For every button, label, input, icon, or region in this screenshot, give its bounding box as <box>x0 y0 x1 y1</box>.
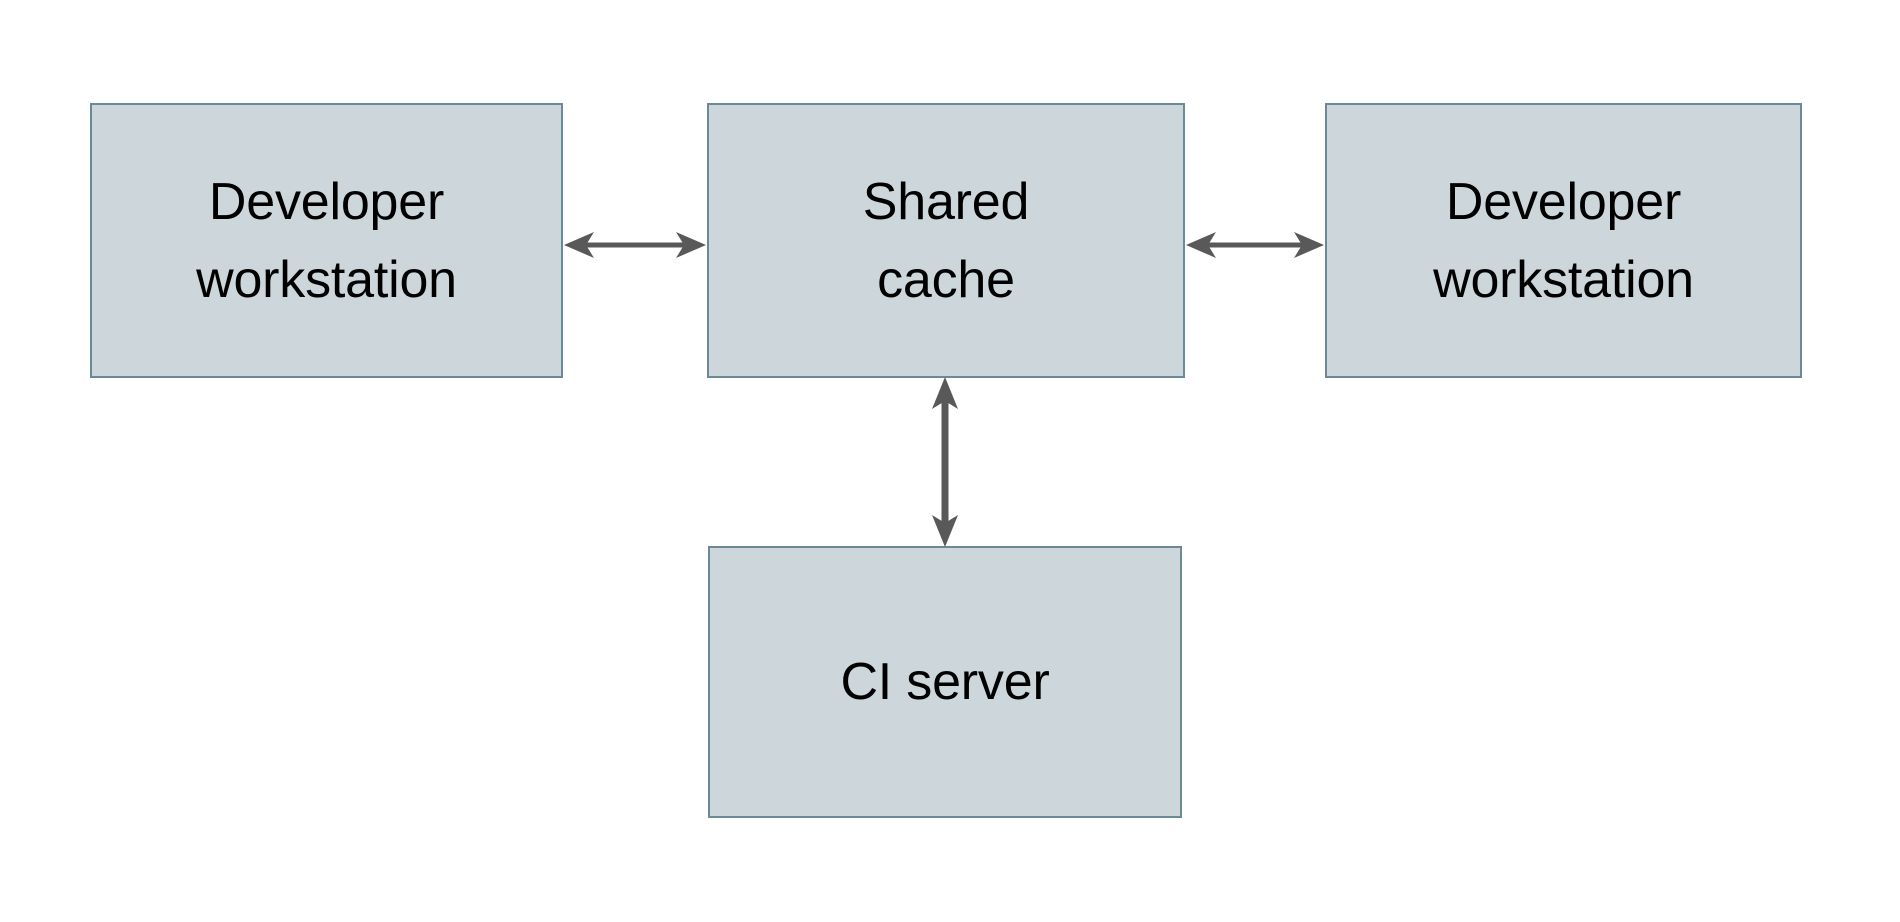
node-shared-cache[interactable]: Shared cache <box>707 103 1185 378</box>
double-arrow-icon <box>932 377 958 547</box>
node-developer-workstation-right[interactable]: Developer workstation <box>1325 103 1802 378</box>
double-arrow-icon <box>564 232 706 258</box>
edge-shared-cache-to-developer-workstation-right <box>1182 222 1328 268</box>
node-ci-server[interactable]: CI server <box>708 546 1182 818</box>
edge-developer-workstation-left-to-shared-cache <box>560 222 710 268</box>
node-label: Developer workstation <box>1433 172 1694 309</box>
edge-shared-cache-to-ci-server <box>922 375 968 549</box>
node-developer-workstation-left[interactable]: Developer workstation <box>90 103 563 378</box>
node-label: Developer workstation <box>196 172 457 309</box>
double-arrow-icon <box>1186 232 1324 258</box>
node-label: CI server <box>840 653 1050 711</box>
node-label: Shared cache <box>862 172 1030 309</box>
